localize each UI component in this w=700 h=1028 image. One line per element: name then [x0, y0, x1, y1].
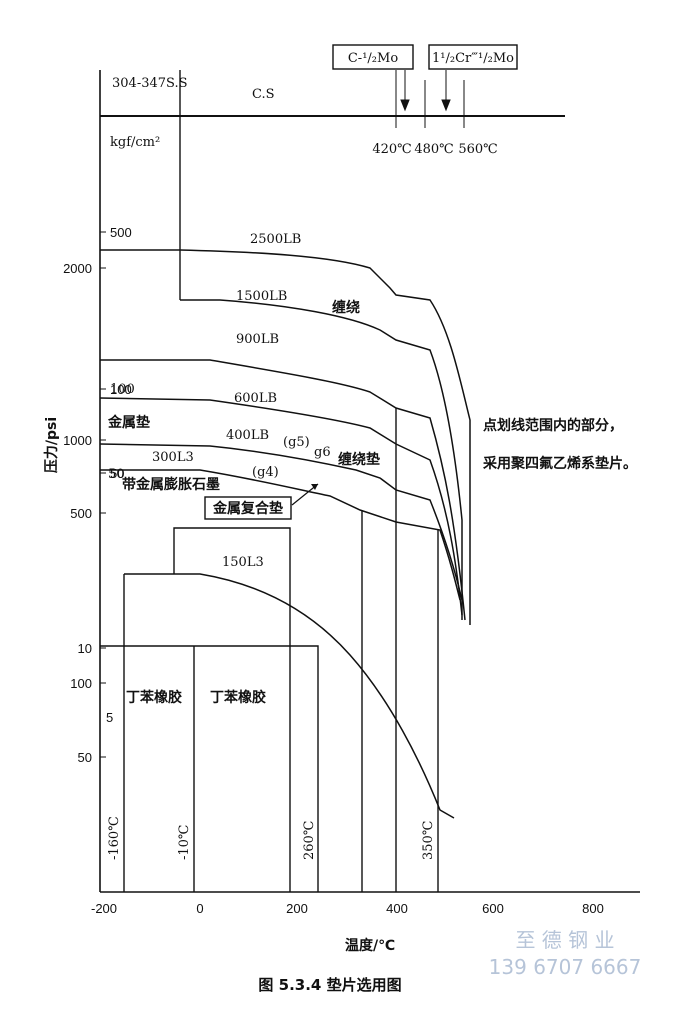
series-curves	[99, 249, 471, 819]
region-label: 丁苯橡胶	[210, 689, 266, 706]
rubber-region	[100, 645, 319, 892]
curve-tag: g6	[314, 445, 331, 460]
region-label: 金属复合垫	[212, 500, 283, 517]
curve-tag: 100	[110, 382, 135, 397]
series-labels: 2500LB 1500LB 900LB 600LB 400LB 300L3 15…	[152, 232, 301, 570]
region-label: 缠绕	[332, 299, 360, 316]
y-tick-label: 100	[70, 676, 92, 691]
series-label: 600LB	[234, 391, 277, 406]
gasket-boundaries	[100, 408, 439, 892]
temp-mark: 480℃	[414, 142, 453, 157]
y-tick-label: 1000	[63, 433, 92, 448]
watermark-phone: 139 6707 6667	[489, 955, 642, 979]
g6-arrow-head	[311, 484, 318, 490]
composite-label-box	[204, 496, 292, 520]
kgf-unit-label: kgf/cm²	[110, 135, 160, 150]
alloy-box-cmo	[332, 44, 414, 70]
figure-caption: 图 5.3.4 垫片选用图	[258, 976, 401, 994]
y-ticks-psi: 2000 1000 500 100 50 10	[63, 261, 106, 765]
series-label: 1500LB	[236, 289, 287, 304]
curve-300l3	[100, 469, 461, 601]
region-label: 带金属膨胀石墨	[122, 476, 220, 493]
annotation-line-2: 采用聚四氟乙烯系垫片。	[482, 455, 637, 472]
curve-1500lb	[180, 299, 463, 620]
temp-mark: 560℃	[458, 142, 497, 157]
stainless-label: 304-347S.S	[112, 76, 188, 91]
x-tick-label: 0	[196, 901, 203, 916]
x-tick-label: 200	[286, 901, 308, 916]
y-tick-label: 500	[70, 506, 92, 521]
curve-900lb	[100, 359, 466, 621]
curve-2500lb	[100, 249, 471, 625]
series-label: 900LB	[236, 332, 279, 347]
kgf-tick-label: 5	[106, 710, 113, 725]
vertical-mark: -10℃	[177, 825, 192, 860]
curve-150l3	[124, 573, 455, 819]
kgf-tick-label: 500	[110, 225, 132, 240]
curve-tag: (g5)	[283, 435, 310, 450]
curve-400lb	[99, 443, 463, 601]
x-tick-label: 800	[582, 901, 604, 916]
alloy-box-crmo	[428, 44, 518, 70]
x-axis-title: 温度/℃	[345, 937, 395, 954]
curve-tag: (g4)	[252, 465, 279, 480]
vertical-mark: -160℃	[107, 816, 122, 860]
temp-mark: 420℃	[372, 142, 411, 157]
region-label: 缠绕垫	[338, 451, 380, 468]
x-tick-label: 400	[386, 901, 408, 916]
composite-region	[173, 527, 291, 892]
curve-600lb	[99, 397, 463, 616]
x-tick-label: 600	[482, 901, 504, 916]
watermark-company: 至 德 钢 业	[515, 928, 614, 952]
y-tick-label: 10	[78, 641, 92, 656]
curve-tag: 50	[108, 467, 125, 482]
alloy-label-cmo: C-¹/₂Mo	[348, 51, 398, 66]
series-label: 300L3	[152, 450, 194, 465]
series-label: 150L3	[222, 555, 264, 570]
vertical-mark: 260℃	[302, 821, 317, 860]
annotation-line-1: 点划线范围内的部分，	[483, 417, 623, 434]
region-label: 金属垫	[107, 414, 150, 431]
vertical-mark: 350℃	[421, 821, 436, 860]
region-label: 丁苯橡胶	[126, 689, 182, 706]
y-tick-label: 2000	[63, 261, 92, 276]
y-ticks-kgf: kgf/cm² 500 100 50 5	[100, 135, 160, 725]
x-tick-label: -200	[91, 901, 117, 916]
series-label: 400LB	[226, 428, 269, 443]
carbon-steel-label: C.S	[252, 87, 275, 102]
y-tick-label: 50	[78, 750, 92, 765]
series-label: 2500LB	[250, 232, 301, 247]
kgf-tick-label: 100	[110, 382, 132, 397]
x-ticks: -200 0 200 400 600 800	[91, 901, 604, 916]
alloy-arrows	[395, 70, 465, 128]
alloy-label-crmo: 1¹/₂Cr‴¹/₂Mo	[432, 51, 514, 66]
y-axis-title: 压力/psi	[43, 417, 60, 473]
